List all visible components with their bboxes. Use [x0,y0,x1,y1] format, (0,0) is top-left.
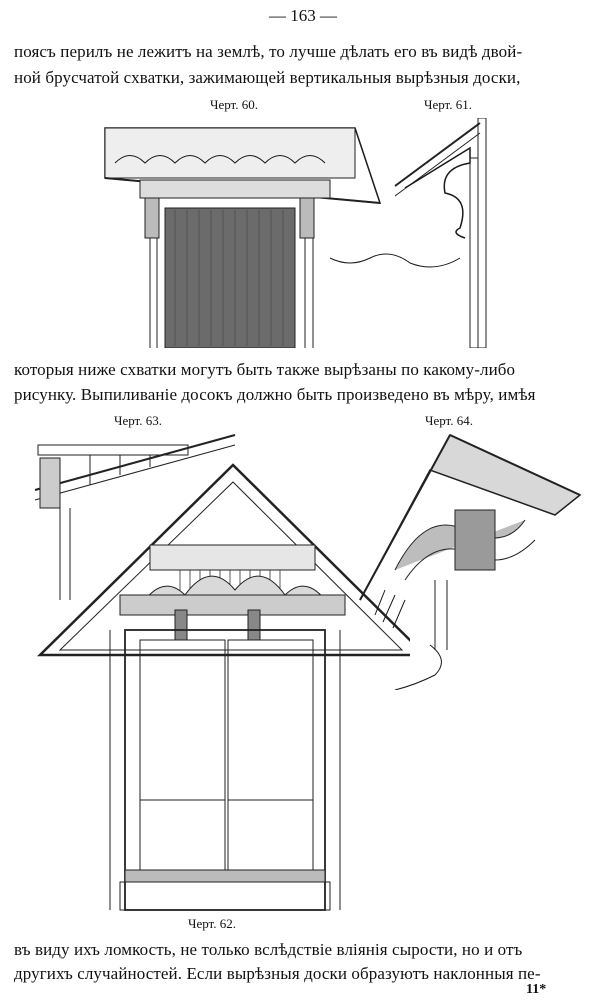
figure-64-drawing [359,434,582,690]
figure-caption-60: Черт. 60. [210,97,259,112]
page-number: — 163 — [269,6,337,25]
figure-61-drawing [329,118,487,348]
figure-caption-64: Черт. 64. [425,413,474,428]
text-line: поясъ перилъ не лежитъ на землѣ, то лучш… [14,42,523,61]
text-line: которыя ниже схватки могутъ быть также в… [14,360,516,379]
figure-62-drawing [34,434,410,911]
text-line: рисунку. Выпиливаніе досокъ должно быть … [14,385,536,404]
signature-mark: 11* [526,982,547,997]
text-line: въ виду ихъ ломкость, не только вслѣдств… [14,940,523,959]
figure-60-drawing [104,127,382,348]
figure-caption-63: Черт. 63. [114,413,163,428]
figure-caption-62: Черт. 62. [188,916,237,931]
figure-caption-61: Черт. 61. [424,97,473,112]
text-line: ной брусчатой схватки, зажимающей вертик… [14,68,521,87]
text-line: другихъ случайностей. Если вырѣзныя доск… [14,964,541,983]
